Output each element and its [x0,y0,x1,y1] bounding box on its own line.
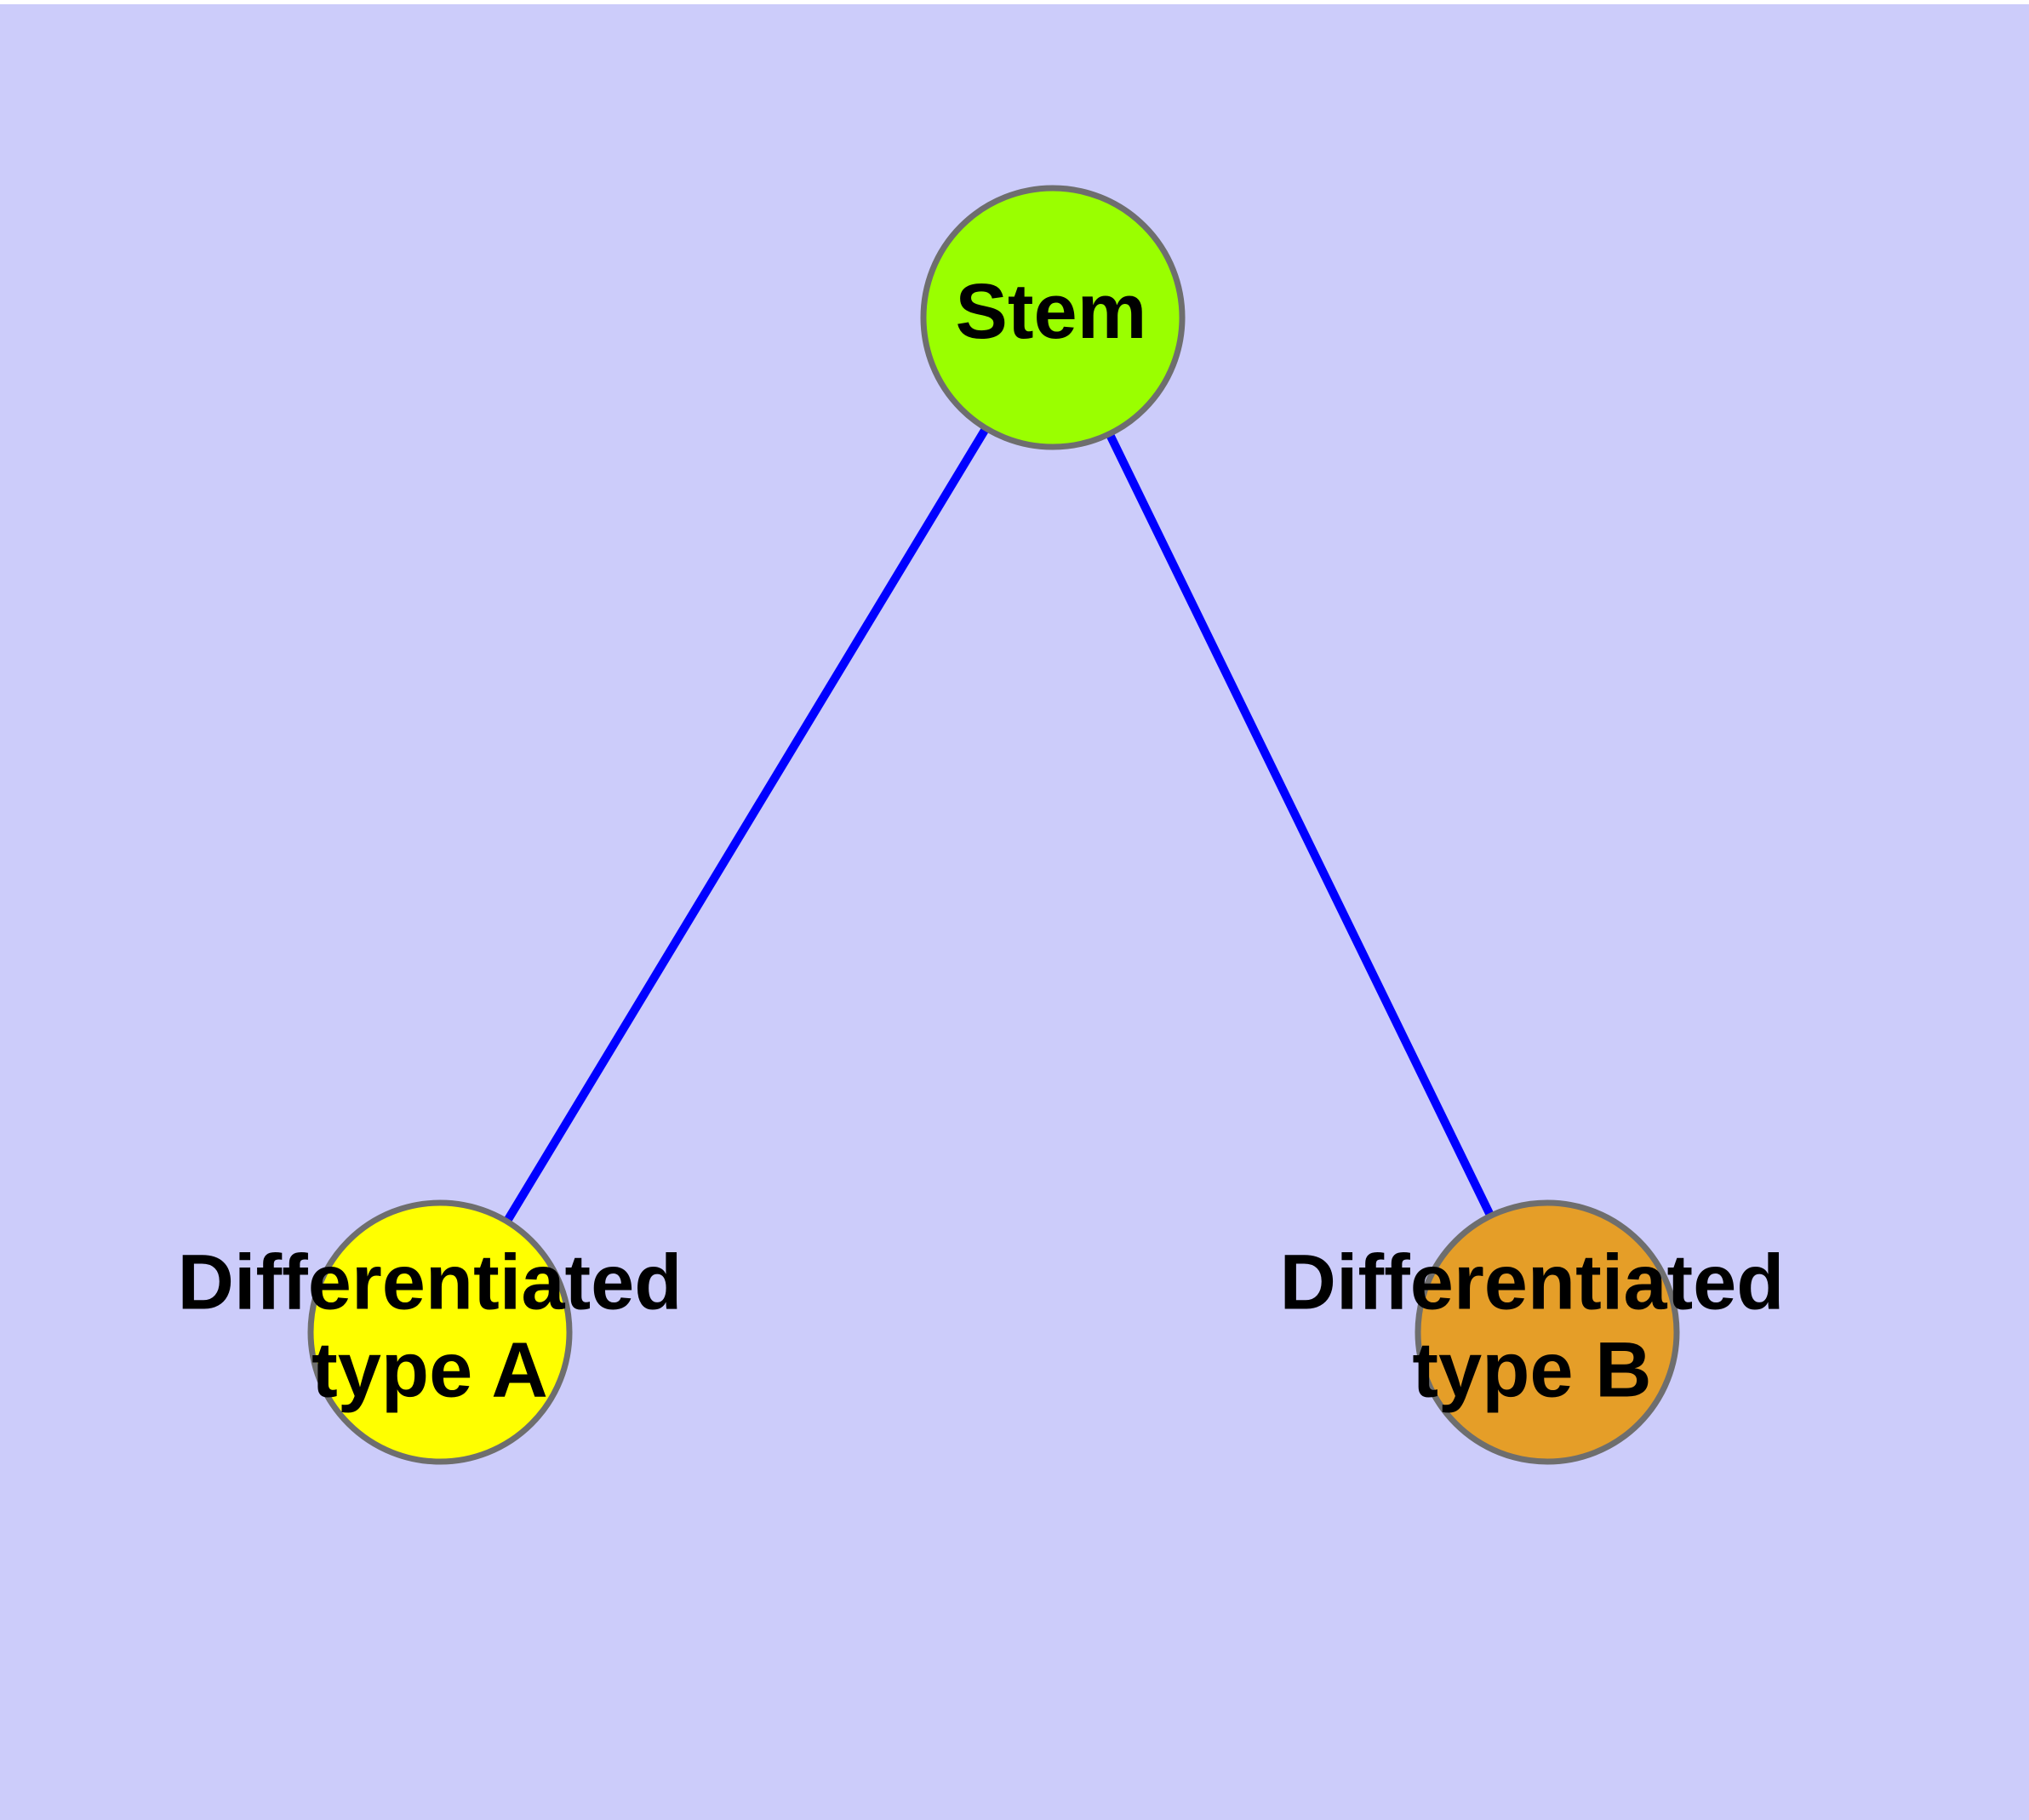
edge-stem-to-differentiated-type-b[interactable] [1049,315,1552,1335]
node-stem-circle[interactable] [920,185,1186,450]
node-differentiated-type-b-circle[interactable] [1415,1199,1680,1465]
node-differentiated-type-a-circle[interactable] [307,1199,573,1465]
edges-layer [436,315,1552,1335]
node-stem-label: Stem [956,268,1147,355]
node-stem[interactable]: Stem [920,185,1186,450]
edge-stem-to-differentiated-type-a[interactable] [436,315,1057,1335]
